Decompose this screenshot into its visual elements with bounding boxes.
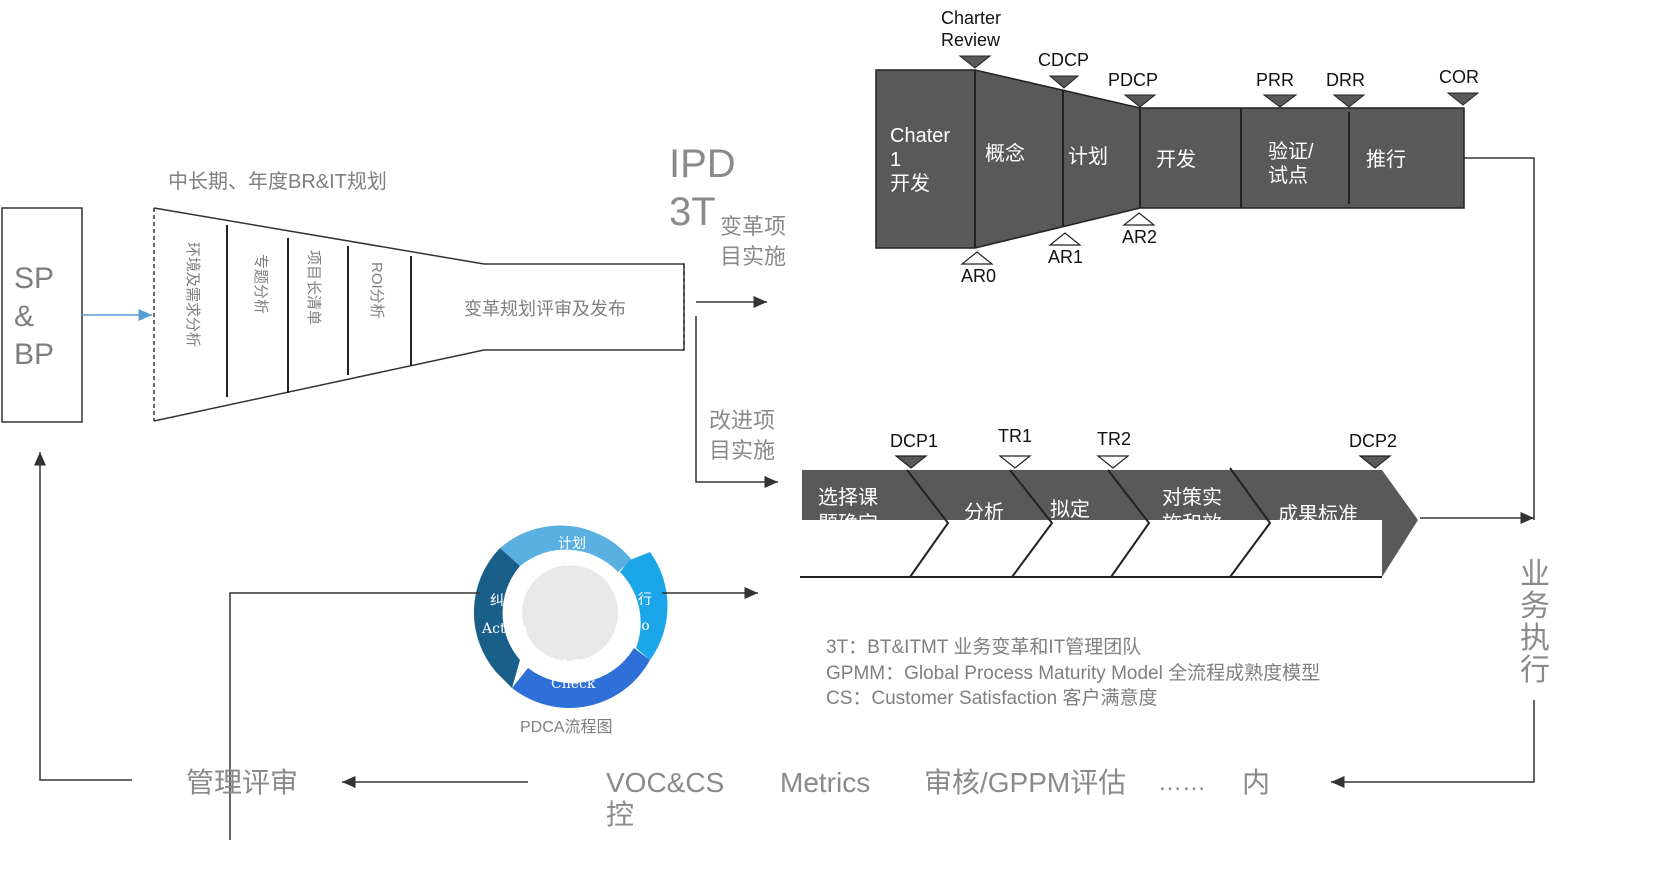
- milestone-dcp2: DCP2: [1349, 431, 1397, 451]
- mgmt-review: 管理评审: [186, 767, 298, 798]
- pdca-check-segment: [512, 648, 650, 708]
- planning-section-1: 环境及需求分析: [184, 242, 202, 347]
- planning-title: 中长期、年度BR&IT规划: [168, 170, 387, 193]
- milestone-ar0: AR0: [961, 266, 996, 286]
- sp-label: SP: [14, 262, 54, 295]
- improve-phase-execute1: 对策实: [1162, 486, 1222, 509]
- mgmt-to-sp-arrow: [34, 452, 132, 781]
- ipd-bottom-milestone-markers: [960, 212, 1156, 265]
- planning-section-2: 专题分析: [252, 254, 269, 314]
- business-char-2: 务: [1520, 590, 1550, 623]
- pdca-do-cn: 执行: [624, 592, 652, 608]
- note-gpmm: GPMM：Global Process Maturity Model 全流程成熟…: [826, 662, 1320, 684]
- ipd-phase-1: 1: [890, 149, 901, 171]
- milestone-ar1: AR1: [1048, 247, 1083, 267]
- note-cs: CS：Customer Satisfaction 客户满意度: [826, 687, 1158, 709]
- ipd-to-business-line: [1464, 157, 1535, 520]
- improve-process: [800, 467, 1418, 578]
- milestone-dcp1: DCP1: [890, 431, 938, 451]
- milestone-prr: PRR: [1256, 70, 1294, 90]
- business-to-bottom-arrow: [1331, 700, 1535, 788]
- milestone-ar2: AR2: [1122, 227, 1157, 247]
- milestone-pdcp: PDCP: [1108, 70, 1158, 90]
- ipd-phase-verify2: 试点: [1268, 164, 1308, 187]
- improve-phase-standardize: 成果标准: [1278, 503, 1358, 526]
- pdca-action-cn: 纠正: [490, 593, 518, 609]
- ipd-label: IPD: [669, 142, 736, 186]
- business-char-1: 业: [1520, 558, 1550, 591]
- milestone-cor: COR: [1439, 67, 1479, 87]
- change-impl-line2: 目实施: [720, 244, 786, 269]
- bottom-inner: 内: [1242, 767, 1270, 798]
- bottom-audit: 审核/GPPM评估: [924, 767, 1126, 798]
- ipd-phase-plan: 计划: [1068, 145, 1108, 168]
- sp-bp-box: SP & BP: [1, 207, 83, 423]
- milestone-review: Review: [941, 30, 1001, 50]
- improve-phase-select1: 选择课: [818, 486, 878, 509]
- business-char-4: 行: [1520, 654, 1550, 687]
- change-impl-line1: 变革项: [720, 214, 786, 239]
- milestone-tr1: TR1: [998, 426, 1032, 446]
- milestone-drr: DRR: [1326, 70, 1365, 90]
- business-char-3: 执: [1520, 622, 1550, 655]
- pdca-check-cn: 检查: [556, 658, 584, 674]
- planning-section-3: 项目长清单: [305, 250, 322, 325]
- pdca-plan-cn: 计划: [558, 536, 586, 552]
- ipd-phase-rollout: 推行: [1366, 148, 1406, 171]
- bottom-voc-control: 控: [606, 799, 634, 830]
- pdca-do-segment: [620, 552, 668, 660]
- bp-label: BP: [14, 338, 54, 371]
- note-3t: 3T：BT&ITMT 业务变革和IT管理团队: [826, 636, 1141, 658]
- ipd-phase-verify1: 验证/: [1268, 140, 1314, 163]
- improve-phase-execute2: 施和效: [1162, 512, 1222, 535]
- milestone-tr2: TR2: [1097, 429, 1131, 449]
- pdca-plan-segment: [500, 525, 632, 572]
- improve-phase-analysis: 分析: [964, 501, 1004, 524]
- pdca-action-segment: [473, 548, 520, 688]
- improve-impl-line2: 目实施: [709, 438, 775, 463]
- ipd-phase-develop: 开发: [1156, 148, 1196, 171]
- improve-impl-line1: 改进项: [709, 408, 775, 433]
- ipd-process: [875, 69, 1465, 249]
- to-improve-arrow: [695, 316, 778, 488]
- planning-funnel: [153, 207, 685, 422]
- pdca-do-en: Do: [630, 618, 650, 634]
- improve-milestone-markers: [894, 455, 1392, 469]
- improve-phase-draft: 拟定: [1050, 498, 1090, 521]
- pdca-action-en: Action: [481, 621, 528, 637]
- ipd-phase-chater: Chater: [890, 125, 950, 147]
- 3t-label: 3T: [669, 190, 716, 234]
- ipd-phase-dev0: 开发: [890, 172, 930, 195]
- ipd-phase-concept: 概念: [985, 141, 1025, 165]
- pdca-cycle: [473, 525, 668, 708]
- pdca-plan-en: Plan: [556, 554, 587, 570]
- planning-release: 变革规划评审及发布: [464, 299, 626, 319]
- pdca-caption: PDCA流程图: [520, 718, 612, 736]
- bottom-metrics: Metrics: [780, 767, 870, 798]
- planning-section-4: ROI分析: [368, 262, 385, 319]
- amp-label: &: [14, 300, 34, 333]
- pdca-feed-line: [229, 592, 480, 840]
- ipd-top-milestone-markers: [958, 55, 1480, 108]
- pdca-check-en: Check: [551, 676, 596, 692]
- milestone-cdcp: CDCP: [1038, 50, 1089, 70]
- milestone-charter: Charter: [941, 8, 1001, 28]
- improve-phase-select2: 题确定: [818, 512, 878, 535]
- bottom-dots: ……: [1158, 769, 1206, 796]
- bottom-voc: VOC&CS: [606, 767, 724, 798]
